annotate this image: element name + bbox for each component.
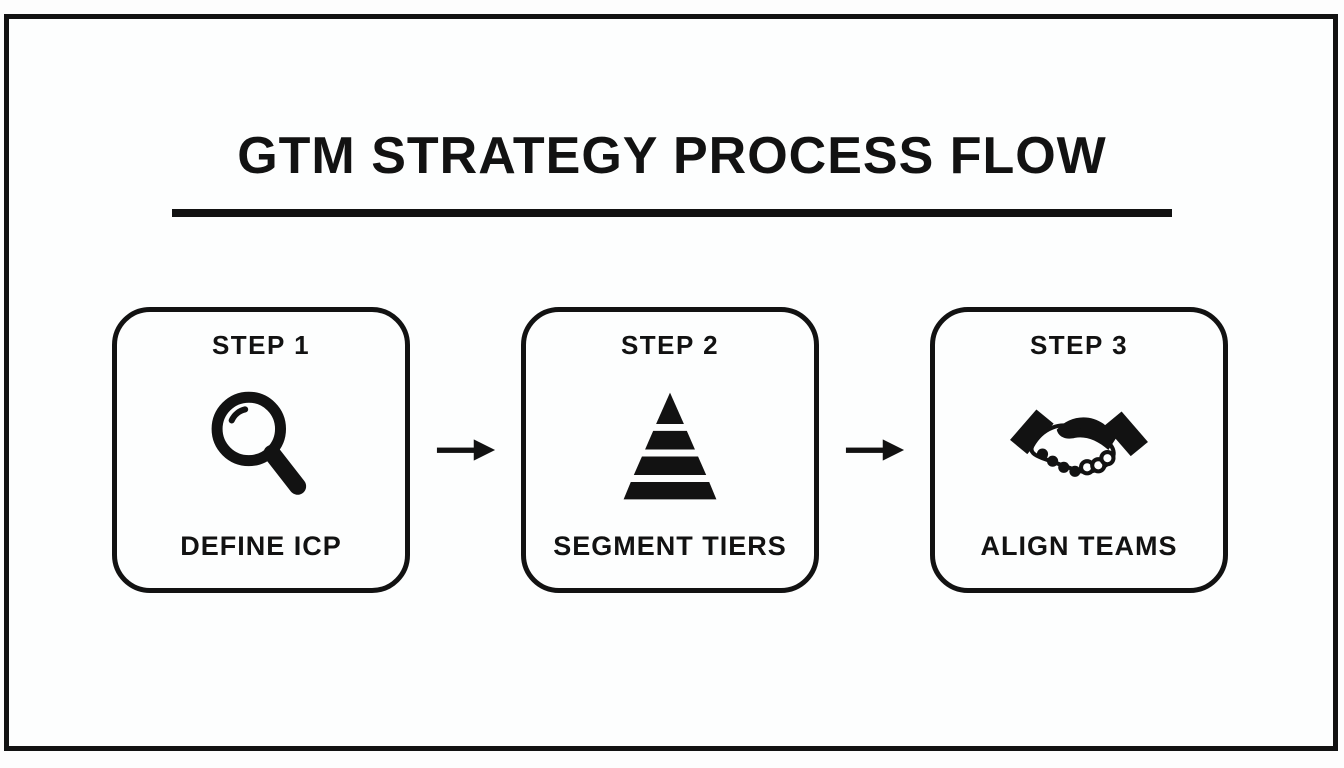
step-box-define-icp: STEP 1 DEFINE ICP bbox=[112, 307, 410, 593]
step-label: STEP 1 bbox=[211, 330, 311, 360]
step-box-segment-tiers: STEP 2 SEGMENT TIERS bbox=[521, 307, 819, 593]
right-arrow-icon bbox=[844, 430, 906, 470]
page-title: GTM STRATEGY PROCESS FLOW bbox=[237, 127, 1107, 185]
step-caption: DEFINE ICP bbox=[180, 531, 342, 561]
step-caption: ALIGN TEAMS bbox=[980, 531, 1178, 561]
step-box-align-teams: STEP 3 bbox=[930, 307, 1228, 593]
process-flow-row: STEP 1 DEFINE ICP STEP 2 bbox=[112, 307, 1228, 593]
tiered-pyramid-icon bbox=[612, 361, 728, 531]
step-label: STEP 2 bbox=[620, 330, 720, 360]
step-label: STEP 3 bbox=[1029, 330, 1129, 360]
step-caption: SEGMENT TIERS bbox=[553, 531, 787, 561]
title-underline bbox=[172, 209, 1172, 217]
right-arrow-icon bbox=[435, 430, 497, 470]
magnifier-icon bbox=[200, 361, 322, 531]
handshake-icon bbox=[1008, 361, 1150, 531]
